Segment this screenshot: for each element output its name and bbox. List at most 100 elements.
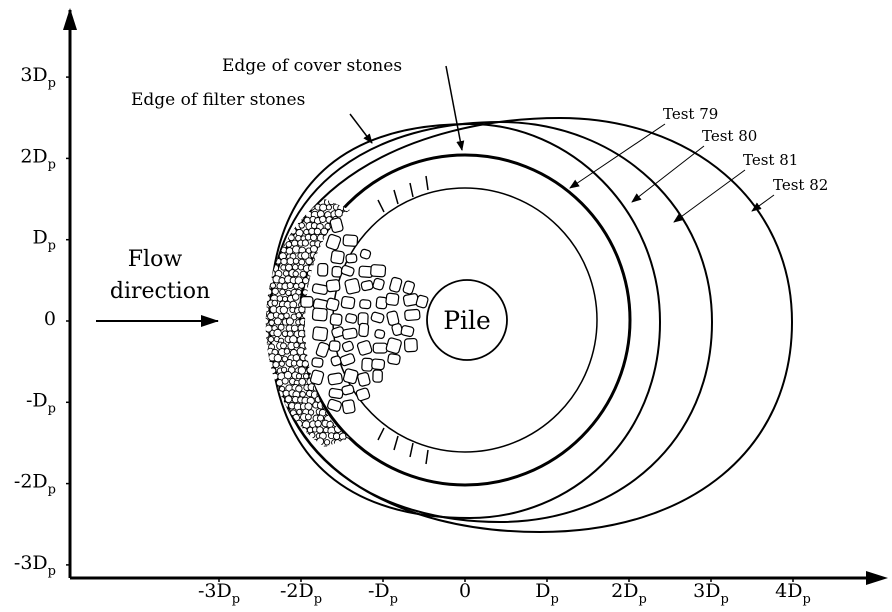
test79-label: Test 79 [663,105,718,123]
edge-cover-pointer [445,65,465,151]
filter-stone [265,282,271,290]
cover-stone [385,292,400,306]
filter-stone [265,227,274,236]
filter-stone [286,281,294,289]
filter-stone [266,373,274,380]
test82-pointer [751,194,775,212]
filter-stone [299,317,307,326]
filter-stone [273,229,281,237]
filter-stone [297,264,305,271]
filter-stone [285,205,292,213]
filter-stone [328,367,336,375]
filter-stone [270,199,277,205]
filter-stone [281,438,290,447]
filter-stone [265,384,267,392]
filter-stone [265,204,268,213]
filter-stone [265,397,267,404]
filter-stone [293,342,300,349]
filter-stone [278,360,285,367]
filter-stone [289,227,297,235]
filter-stone [265,199,273,200]
filter-stone [297,366,307,375]
filter-stone [285,241,293,248]
filter-stone [298,222,305,229]
filter-stone [276,295,284,302]
filter-stone [313,227,322,236]
filter-stone [277,204,285,213]
cover-stone [311,307,328,322]
filter-stone [336,413,343,421]
filter-stone [323,365,330,373]
filter-stone [313,199,321,200]
y-tick-label: -Dp [26,389,56,416]
filter-stone [339,420,347,428]
filter-stone [266,445,274,447]
filter-stone [341,210,349,218]
ring-ticks-top [377,175,429,213]
filter-stone [293,283,300,290]
filter-stone [280,199,289,207]
filter-stone [328,199,336,206]
y-tick-label: -3Dp [14,552,56,579]
cover-stone [372,342,388,354]
filter-stone [295,312,303,319]
filter-stone [265,222,270,231]
filter-stone [348,425,350,433]
filter-stone [333,439,342,447]
filter-stone [351,217,356,222]
filter-stone [319,203,328,212]
y-tick-label: Dp [32,227,56,254]
cover-stone [342,368,359,385]
cover-stone [402,280,415,295]
filter-stone [328,199,335,200]
filter-stone [337,443,346,447]
filter-stone [265,239,268,248]
ring-ticks-bottom [377,427,429,465]
cover-stone [345,313,358,324]
cover-stone [342,234,359,247]
test80-label: Test 80 [702,127,757,145]
filter-stone [343,228,350,236]
filter-stone [290,359,298,367]
cover-stone [311,283,329,295]
filter-stone [298,378,307,386]
filter-stone [340,438,348,446]
filter-stone [270,414,278,422]
filter-stone [308,347,316,355]
filter-stone [274,204,281,211]
test80-pointer [631,145,705,203]
filter-stone [353,427,360,434]
filter-stone [265,413,272,421]
filter-stone [265,228,268,235]
y-tick-label: 0 [44,308,56,330]
filter-stone [265,389,272,397]
filter-stone [273,353,283,363]
cover-stone [385,337,402,354]
filter-stone [274,221,283,230]
filter-stone [265,331,270,339]
filter-stone [267,265,274,273]
filter-stone [265,232,271,242]
filter-stone [288,439,295,447]
cover-stone [360,280,374,292]
filter-stone [333,444,341,447]
filter-stone [273,412,283,422]
filter-stone [268,222,275,230]
filter-stone [265,348,268,356]
filter-stone [273,216,280,223]
filter-stone [274,209,282,217]
filter-stone [268,389,276,397]
filter-stone [265,258,271,266]
filter-stone [308,431,316,439]
x-tick-label: Dp [535,580,559,607]
x-tick-label: 4Dp [775,580,811,607]
cover-stone [358,322,370,338]
filter-stone [281,377,289,385]
test82-label: Test 82 [773,176,828,194]
edge-filter-pointer [349,113,373,144]
filter-stone [270,199,279,201]
filter-stone [265,419,273,427]
filter-stone [292,257,300,265]
filter-stone [291,263,299,271]
